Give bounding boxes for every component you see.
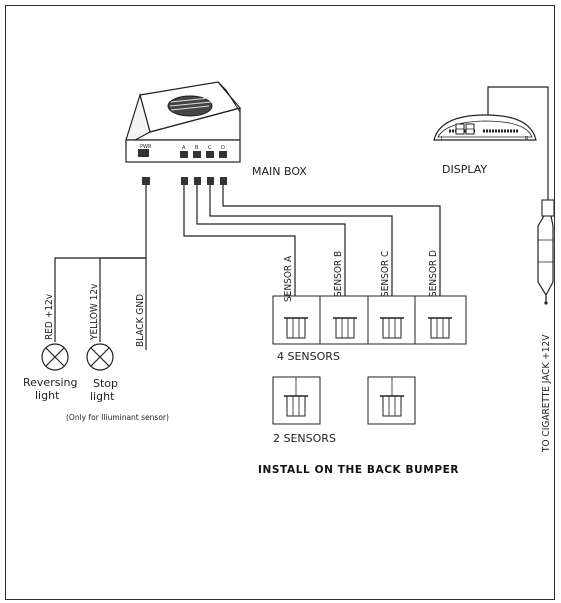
stop-light-label-2: light (90, 390, 115, 403)
frame-border (5, 5, 555, 600)
power-port-label: PWR (140, 144, 152, 150)
sensor-b-label: SENSOR B (333, 251, 344, 297)
stop-light-label-1: Stop (93, 377, 118, 390)
sensor-c-label: SENSOR C (380, 251, 391, 297)
sensor-d (428, 317, 452, 339)
two-sensor-group (272, 376, 416, 425)
install-note: INSTALL ON THE BACK BUMPER (258, 464, 459, 476)
display-left-label: L (441, 136, 444, 142)
cigarette-plug (537, 199, 555, 305)
sensor-two-left (284, 395, 308, 417)
wire-black-label: BLACK GND (135, 294, 146, 347)
four-sensor-group (272, 295, 467, 345)
port-d-label: D (221, 145, 225, 151)
connector-plugs (142, 177, 227, 185)
illuminant-note: (Only for Iliuminant sensor) (66, 413, 169, 422)
reversing-lamp (41, 343, 69, 371)
sensor-a (284, 317, 308, 339)
sensor-d-label: SENSOR D (428, 250, 439, 297)
sensor-two-right (380, 395, 404, 417)
display-label: DISPLAY (442, 163, 487, 176)
port-a-label: A (182, 145, 186, 151)
reversing-light-label-1: Reversing (23, 376, 77, 389)
display-cable (487, 86, 549, 200)
two-sensors-label: 2 SENSORS (273, 432, 336, 445)
light-wires (54, 185, 147, 350)
sensor-b (333, 317, 357, 339)
reversing-light-label-2: light (35, 389, 60, 402)
main-box-ports: PWR A B C D (138, 144, 227, 158)
port-b-label: B (195, 145, 199, 151)
sensor-a-label: SENSOR A (283, 255, 294, 302)
wire-yellow-label: YELLOW 12v (89, 283, 100, 341)
stop-lamp (86, 343, 114, 371)
main-box-label: MAIN BOX (252, 165, 307, 178)
display-unit: L R (433, 114, 537, 142)
cigarette-jack-label: TO CIGARETTE JACK +12V (541, 334, 552, 453)
port-c-label: C (208, 145, 212, 151)
wire-red-label: RED +12v (44, 293, 55, 340)
four-sensors-label: 4 SENSORS (277, 350, 340, 363)
sensor-wires (183, 185, 441, 296)
sensor-c (380, 317, 404, 339)
display-right-label: R (525, 136, 529, 142)
